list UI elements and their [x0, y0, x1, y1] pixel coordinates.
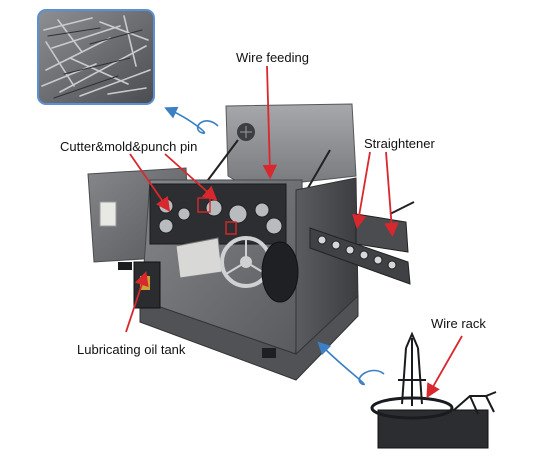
nail-making-machine	[87, 103, 415, 381]
label-straightener: Straightener	[364, 136, 435, 151]
label-cutter-mold-punch-pin: Cutter&mold&punch pin	[60, 139, 198, 154]
curved-blue-arrow-to-nails	[164, 106, 219, 134]
arrow-cutter-2	[129, 153, 171, 212]
arrow-wire-feeding	[262, 65, 277, 180]
arrow-lube	[125, 271, 149, 333]
wire-rack	[370, 331, 497, 449]
label-wire-rack: Wire rack	[431, 316, 486, 331]
arrow-wire-rack	[426, 335, 463, 399]
pointer-arrows	[125, 65, 463, 399]
label-wire-feeding: Wire feeding	[236, 50, 309, 65]
label-lubricating-oil-tank: Lubricating oil tank	[77, 342, 186, 357]
arrow-straightener-2	[384, 151, 399, 238]
arrow-straightener-1	[352, 151, 371, 230]
arrow-cutter-1	[164, 153, 218, 201]
nails-photo-inset	[37, 9, 155, 105]
flow-arrows	[164, 106, 385, 386]
curved-blue-arrow-to-machine	[317, 341, 385, 386]
